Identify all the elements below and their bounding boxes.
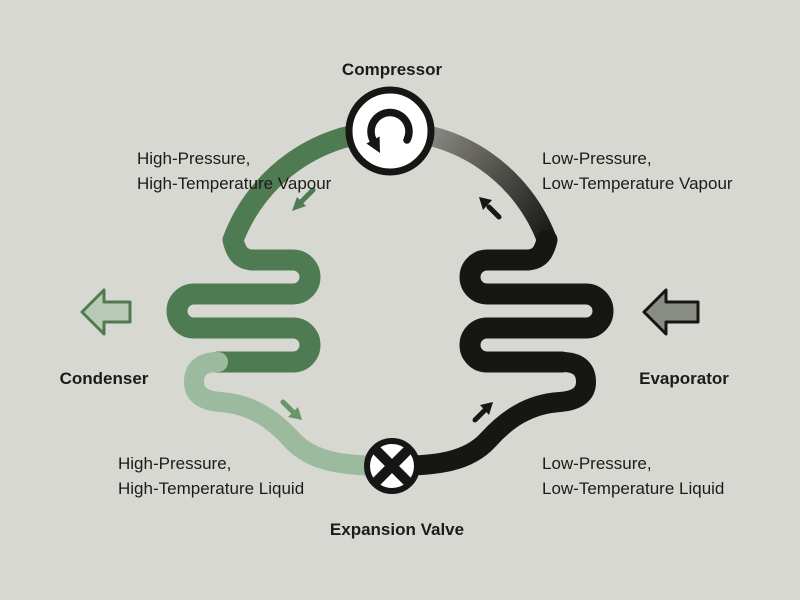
state-line: Low-Pressure, xyxy=(542,454,652,473)
heat-out-arrow-icon xyxy=(80,288,132,336)
state-label-bottom-left: High-Pressure, High-Temperature Liquid xyxy=(118,451,304,501)
state-line: Low-Temperature Vapour xyxy=(542,174,733,193)
evaporator-label: Evaporator xyxy=(639,369,729,388)
condenser-to-expansion-valve-pipe xyxy=(184,352,398,476)
flow-arrow-top-left-icon xyxy=(292,187,316,211)
state-line: Low-Temperature Liquid xyxy=(542,479,725,498)
state-line: High-Pressure, xyxy=(137,149,251,168)
valve-cross-icon xyxy=(371,445,413,487)
heat-in-arrow-icon xyxy=(642,288,700,336)
evaporator-coil xyxy=(459,229,614,373)
state-line: High-Temperature Liquid xyxy=(118,479,305,498)
rotation-arrow-icon xyxy=(367,108,413,144)
state-label-top-left: High-Pressure, High-Temperature Vapour xyxy=(137,146,331,196)
expansion-valve-to-evaporator-pipe xyxy=(382,352,596,476)
state-label-top-right: Low-Pressure, Low-Temperature Vapour xyxy=(542,146,733,196)
state-line: High-Temperature Vapour xyxy=(137,174,332,193)
compressor-label: Compressor xyxy=(341,60,443,79)
compressor-symbol xyxy=(345,86,435,176)
rotation-arrow-head xyxy=(366,136,380,153)
state-line: High-Pressure, xyxy=(118,454,232,473)
flow-arrow-bottom-left-icon xyxy=(280,399,302,420)
expansion-valve-label: Expansion Valve xyxy=(329,520,465,539)
compressor-to-condenser-pipe-and-condenser-coil xyxy=(166,120,401,373)
flow-arrow-top-right-icon xyxy=(479,197,502,220)
flow-arrow-bottom-right-icon xyxy=(472,402,493,423)
condenser-label: Condenser xyxy=(59,369,149,388)
expansion-valve-symbol xyxy=(364,438,420,494)
state-label-bottom-right: Low-Pressure, Low-Temperature Liquid xyxy=(542,451,724,501)
state-line: Low-Pressure, xyxy=(542,149,652,168)
